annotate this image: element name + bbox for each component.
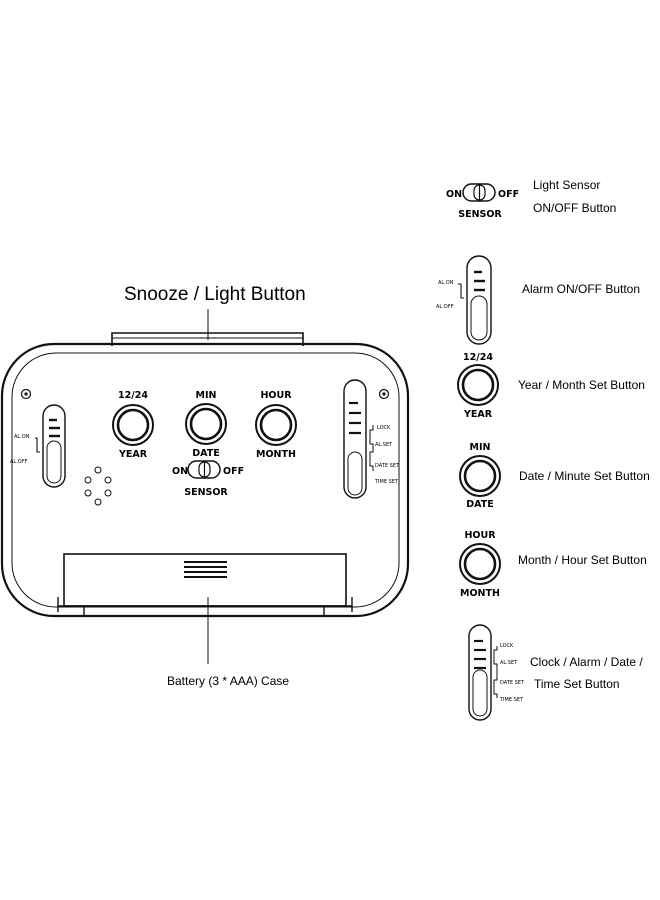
clock-mode-date-set-label: DATE SET (375, 463, 400, 469)
legend-alarm-desc: Alarm ON/OFF Button (522, 282, 640, 296)
legend-mode-lock-label: LOCK (500, 643, 514, 649)
legend-mode-time-set-label: TIME SET (499, 697, 524, 703)
clock-hour-bottom-label: MONTH (256, 449, 296, 460)
speaker-grille (84, 466, 112, 506)
legend-sensor-off-label: OFF (498, 189, 519, 200)
screw-left (20, 388, 32, 400)
battery-compartment (57, 553, 353, 616)
legend-mode-desc-line1: Clock / Alarm / Date / (530, 655, 643, 669)
clock-hour-button[interactable] (255, 404, 297, 446)
legend-sensor-switch (462, 183, 496, 202)
legend-year-bottom-label: YEAR (463, 409, 493, 420)
legend-mode-desc-line2: Time Set Button (534, 677, 620, 691)
battery-case-callout: Battery (3 * AAA) Case (167, 674, 289, 688)
legend-min-desc: Date / Minute Set Button (519, 469, 650, 483)
legend-hour-desc: Month / Hour Set Button (518, 553, 647, 567)
legend-alarm-slider (458, 255, 492, 345)
clock-hour-top-label: HOUR (260, 390, 292, 401)
legend-sensor-desc-line1: Light Sensor (533, 178, 600, 192)
clock-min-button[interactable] (185, 403, 227, 445)
legend-year-desc: Year / Month Set Button (518, 378, 645, 392)
clock-year-button[interactable] (112, 404, 154, 446)
clock-body (0, 342, 410, 618)
legend-alarm-off-label: AL.OFF (436, 304, 454, 310)
clock-mode-slider[interactable] (343, 379, 374, 499)
clock-alarm-off-label: AL.OFF (10, 459, 28, 465)
legend-mode-date-set-label: DATE SET (500, 680, 525, 686)
legend-mode-al-set-label: AL.SET (500, 660, 518, 666)
legend-min-button (459, 455, 501, 497)
legend-mode-slider (468, 624, 498, 721)
snooze-light-button[interactable] (111, 332, 304, 346)
clock-sensor-label: SENSOR (184, 487, 228, 498)
legend-min-bottom-label: DATE (466, 499, 493, 510)
legend-alarm-on-label: AL.ON (438, 280, 454, 286)
clock-mode-al-set-label: AL.SET (375, 442, 393, 448)
legend-year-button (457, 364, 499, 406)
legend-year-top-label: 12/24 (463, 352, 493, 363)
legend-sensor-on-label: ON (446, 189, 462, 200)
snooze-light-callout: Snooze / Light Button (124, 284, 306, 305)
legend-sensor-label: SENSOR (458, 209, 502, 220)
screw-right (378, 388, 390, 400)
clock-year-bottom-label: YEAR (118, 449, 148, 460)
legend-sensor-desc-line2: ON/OFF Button (533, 201, 616, 215)
legend-hour-bottom-label: MONTH (460, 588, 500, 599)
clock-alarm-slider[interactable] (35, 404, 66, 488)
clock-sensor-on-label: ON (172, 466, 188, 477)
clock-min-top-label: MIN (196, 390, 217, 401)
legend-hour-top-label: HOUR (464, 530, 496, 541)
clock-sensor-off-label: OFF (223, 466, 244, 477)
clock-mode-time-set-label: TIME SET (374, 479, 399, 485)
clock-year-top-label: 12/24 (118, 390, 148, 401)
legend-hour-button (459, 543, 501, 585)
legend-min-top-label: MIN (470, 442, 491, 453)
clock-min-bottom-label: DATE (192, 448, 219, 459)
clock-sensor-switch[interactable] (187, 460, 221, 479)
clock-alarm-on-label: AL.ON (14, 434, 30, 440)
clock-mode-lock-label: LOCK (377, 425, 391, 431)
